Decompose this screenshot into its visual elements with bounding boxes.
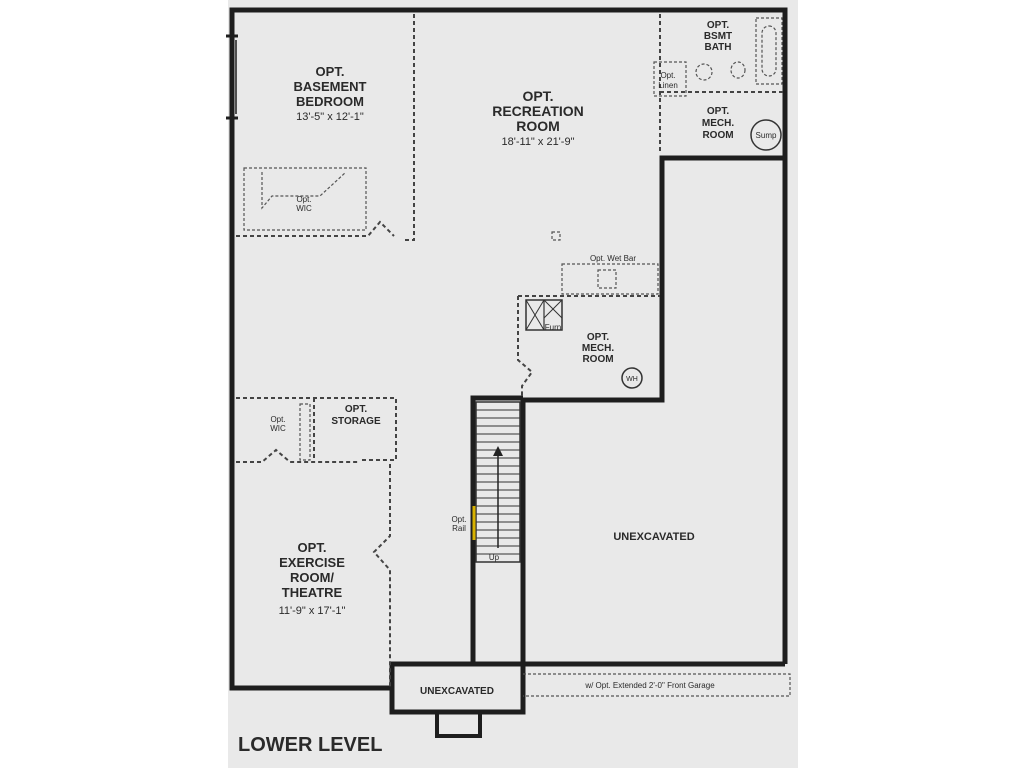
bathtub xyxy=(755,17,783,85)
linen-line: Linen xyxy=(658,81,678,90)
bath-line: BSMT xyxy=(704,31,732,42)
rail-line: Rail xyxy=(452,524,466,533)
unexcavated-small-label: UNEXCAVATED xyxy=(420,686,494,697)
rec-line: ROOM xyxy=(516,118,560,134)
wic2-line: WIC xyxy=(270,424,286,433)
mech1-line: ROOM xyxy=(702,130,733,141)
bedroom-line: BASEMENT xyxy=(294,79,367,94)
wet-bar-label: Opt. Wet Bar xyxy=(590,254,636,263)
mech2-line: ROOM xyxy=(582,354,613,365)
exercise-east-wall xyxy=(372,464,391,688)
paper-background xyxy=(228,0,798,768)
wic-shelving xyxy=(261,171,347,210)
bathtub-basin xyxy=(761,25,777,77)
stair-up-label: Up xyxy=(489,553,500,562)
mech1-line: MECH. xyxy=(702,118,734,129)
exercise-line: EXERCISE xyxy=(279,555,345,570)
mech2-line: MECH. xyxy=(582,343,614,354)
mech1-line: OPT. xyxy=(707,106,729,117)
bath-line: BATH xyxy=(704,42,731,53)
basement-bedroom-dimensions: 13'-5" x 12'-1" xyxy=(296,111,364,123)
stair-wall xyxy=(470,395,523,664)
sump-pit xyxy=(750,119,782,151)
wic2-line: Opt. xyxy=(270,415,285,424)
unexcavated-main-label: UNEXCAVATED xyxy=(613,531,694,543)
sump-label: Sump xyxy=(756,131,777,140)
furnace-x xyxy=(543,299,563,319)
bedroom-line: OPT. xyxy=(316,64,345,79)
sink xyxy=(695,63,713,81)
mech-room-top-label: OPT.MECH.ROOM xyxy=(702,106,734,141)
wic1-line: Opt. xyxy=(296,195,311,204)
wic-shelf xyxy=(299,403,311,461)
wet-bar-counter xyxy=(561,263,659,295)
toilet xyxy=(730,61,746,79)
wic1-line: WIC xyxy=(296,204,312,213)
furnace-x xyxy=(525,299,545,331)
mech-room-west-wall xyxy=(517,296,534,398)
front-stoop xyxy=(435,710,482,738)
water-heater xyxy=(621,367,643,389)
storage-wall xyxy=(236,397,397,461)
exercise-line: ROOM/ xyxy=(290,570,334,585)
storage-line: OPT. xyxy=(345,404,367,415)
water-heater-label: WH xyxy=(626,376,638,383)
furnace-label: Furn xyxy=(545,323,561,332)
wic-lower-label: Opt.WIC xyxy=(270,415,286,433)
bath-line: OPT. xyxy=(707,20,729,31)
extended-garage-outline xyxy=(523,673,791,697)
linen-closet xyxy=(653,61,687,97)
garage-note: w/ Opt. Extended 2'-0" Front Garage xyxy=(584,681,715,690)
exercise-line: THEATRE xyxy=(282,585,343,600)
rec-line: RECREATION xyxy=(492,103,584,119)
rail-label: Opt.Rail xyxy=(451,515,466,533)
exercise-room-dimensions: 11'-9" x 17'-1" xyxy=(279,605,346,617)
mech2-line: OPT. xyxy=(587,332,609,343)
rec-line: OPT. xyxy=(522,88,553,104)
rail-line: Opt. xyxy=(451,515,466,524)
staircase xyxy=(475,401,521,563)
wic-upper-label: Opt.WIC xyxy=(296,195,312,213)
bedroom-line: BEDROOM xyxy=(296,94,364,109)
wic-outline xyxy=(243,167,367,231)
mech-room-mid-label: OPT.MECH.ROOM xyxy=(582,332,614,365)
storage-line: STORAGE xyxy=(331,416,381,427)
bedroom-south-wall xyxy=(236,220,395,237)
plan-title: LOWER LEVEL xyxy=(238,734,382,756)
exercise-line: OPT. xyxy=(298,540,327,555)
recreation-room-dimensions: 18'-11" x 21'-9" xyxy=(502,136,575,148)
exercise-north-wall xyxy=(236,448,360,463)
wet-bar-sink xyxy=(597,269,617,289)
bedroom-wall xyxy=(402,14,415,241)
linen-line: Opt. xyxy=(660,71,675,80)
linen-label: Opt.Linen xyxy=(658,71,678,90)
storage-label: OPT.STORAGE xyxy=(331,404,381,427)
post-marker xyxy=(551,231,561,241)
